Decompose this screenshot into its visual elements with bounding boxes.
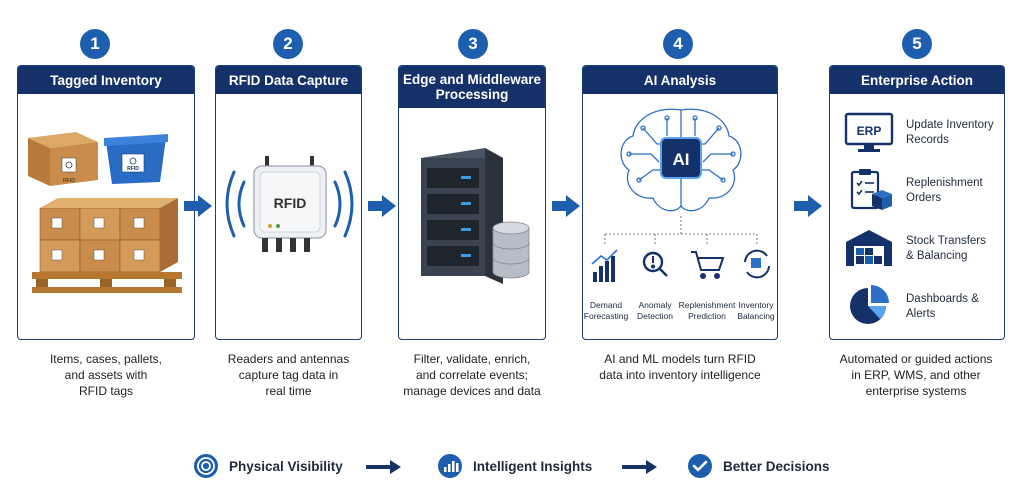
insight-chart-icon bbox=[438, 454, 462, 478]
erp-badge: ERP bbox=[857, 124, 882, 138]
step-number-2: 2 bbox=[273, 29, 303, 59]
panel-ai-analysis: AI Analysis AI bbox=[582, 65, 778, 340]
ai-brain-illustration: AI bbox=[591, 108, 770, 282]
cart-icon bbox=[691, 251, 725, 279]
footer-physical-visibility: Physical Visibility bbox=[193, 451, 343, 481]
server-illustration bbox=[421, 148, 530, 284]
cycle-icon bbox=[744, 249, 770, 279]
box-tag-label: RFID bbox=[63, 178, 75, 184]
rfid-reader-icon bbox=[253, 156, 327, 252]
caption-edge-middleware: Filter, validate, enrich,and correlate e… bbox=[403, 352, 541, 398]
title-line-2: Processing bbox=[435, 87, 509, 102]
reader-label: RFID bbox=[274, 195, 307, 211]
footer-better-decisions: Better Decisions bbox=[687, 451, 830, 481]
footer-arrow-2-icon bbox=[622, 460, 657, 474]
target-icon bbox=[194, 454, 218, 478]
panel-title-rfid-data-capture: RFID Data Capture bbox=[216, 66, 361, 94]
step-number-3: 3 bbox=[458, 29, 488, 59]
connector-lines bbox=[604, 216, 758, 246]
flow-arrow-3-icon bbox=[552, 195, 580, 217]
flow-arrow-2-icon bbox=[368, 195, 396, 217]
panel-rfid-data-capture: RFID Data Capture RFID bbox=[215, 65, 362, 340]
check-icon bbox=[688, 454, 712, 478]
flow-arrow-1-icon bbox=[184, 195, 212, 217]
tagged-inventory-illustration: RFID RFID bbox=[28, 132, 182, 293]
blue-bin-icon bbox=[104, 134, 168, 184]
footer-label-physical-visibility: Physical Visibility bbox=[229, 458, 343, 474]
server-rack-icon bbox=[421, 148, 503, 284]
step-number-4: 4 bbox=[663, 29, 693, 59]
pie-chart-icon bbox=[850, 285, 889, 324]
ai-chip-label: AI bbox=[673, 150, 690, 169]
step-number-1: 1 bbox=[80, 29, 110, 59]
clipboard-box-icon bbox=[850, 169, 892, 210]
panel-title-tagged-inventory: Tagged Inventory bbox=[18, 66, 194, 94]
panel-tagged-inventory: Tagged Inventory RFID RFID bbox=[17, 65, 195, 340]
footer-intelligent-insights: Intelligent Insights bbox=[437, 451, 592, 481]
warehouse-icon bbox=[846, 230, 892, 266]
erp-monitor-icon: ERP bbox=[844, 112, 894, 152]
action-dashboards-alerts: Dashboards &Alerts bbox=[830, 284, 1004, 328]
action-label-dashboards-alerts: Dashboards &Alerts bbox=[906, 293, 979, 320]
pallet-boxes-icon bbox=[32, 198, 182, 293]
footer-arrow-1-icon bbox=[366, 460, 401, 474]
signal-waves-icon bbox=[225, 170, 354, 238]
title-line-1: Edge and Middleware bbox=[402, 72, 542, 87]
flow-arrow-4-icon bbox=[794, 195, 822, 217]
footer-label-intelligent-insights: Intelligent Insights bbox=[473, 458, 593, 474]
cardboard-box-icon bbox=[28, 132, 98, 186]
panel-title-ai-analysis: AI Analysis bbox=[583, 66, 777, 94]
action-label-stock-transfers: Stock Transfers& Balancing bbox=[906, 235, 986, 262]
action-stock-transfers: Stock Transfers& Balancing bbox=[830, 226, 1004, 270]
ai-chip-icon bbox=[660, 137, 702, 179]
bar-chart-icon bbox=[591, 249, 618, 282]
bin-tag-label: RFID bbox=[127, 166, 139, 172]
step-number-5: 5 bbox=[902, 29, 932, 59]
database-icon bbox=[492, 221, 530, 279]
panel-title-enterprise-action: Enterprise Action bbox=[830, 66, 1004, 94]
rfid-reader-illustration: RFID bbox=[225, 156, 354, 252]
magnifier-icon bbox=[642, 251, 668, 277]
footer-label-better-decisions: Better Decisions bbox=[723, 458, 830, 474]
